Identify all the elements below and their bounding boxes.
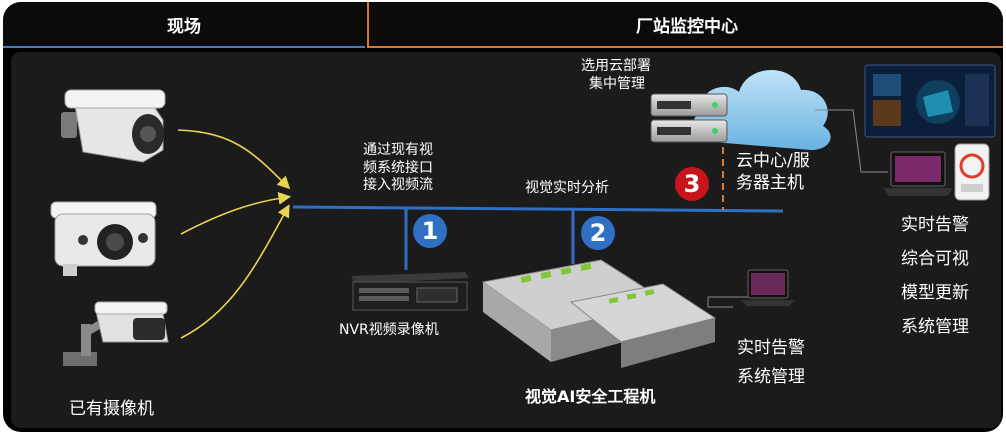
label-ai-workstation: 视觉AI安全工程机 xyxy=(525,387,656,406)
label-center-functions-line2: 综合可视 xyxy=(901,249,969,269)
label-stream-access-line1: 通过现有视 xyxy=(363,142,433,158)
laptop-icon xyxy=(883,151,953,196)
server-icon xyxy=(650,93,728,143)
step-badge-3: 3 xyxy=(675,167,709,201)
label-center-functions-line1: 实时告警 xyxy=(901,215,969,235)
label-edge-functions-line2: 系统管理 xyxy=(737,366,805,387)
monitoring-wall-screen-icon xyxy=(864,64,996,138)
video-bus-line xyxy=(292,205,784,213)
bullet-camera-icon xyxy=(61,89,166,163)
label-existing-cameras: 已有摄像机 xyxy=(69,399,154,419)
label-cloud-server: 云中心/服 务器主机 xyxy=(736,150,810,194)
label-visual-analysis: 视觉实时分析 xyxy=(525,180,609,196)
label-center-functions-line4: 系统管理 xyxy=(901,317,969,337)
step-badge-2: 2 xyxy=(581,216,615,250)
label-cloud-server-line1: 云中心/服 xyxy=(736,151,810,171)
mounted-camera-icon xyxy=(63,301,169,366)
diagram-frame: 现场 厂站监控中心 xyxy=(3,2,1003,432)
label-edge-functions: 实时告警 系统管理 xyxy=(737,334,805,392)
label-stream-access-line3: 接入视频流 xyxy=(363,177,433,193)
label-cloud-deploy: 选用云部署 集中管理 xyxy=(581,58,651,93)
label-center-functions: 实时告警 综合可视 模型更新 系统管理 xyxy=(901,208,969,344)
label-nvr: NVR视频录像机 xyxy=(339,322,439,338)
label-stream-access: 通过现有视 频系统接口 接入视频流 xyxy=(363,142,433,195)
header-monitoring-center: 厂站监控中心 xyxy=(367,2,1003,48)
label-cloud-server-line2: 务器主机 xyxy=(736,173,804,194)
header-site: 现场 xyxy=(3,2,365,48)
nvr-recorder-icon xyxy=(351,272,469,311)
label-cloud-deploy-line1: 选用云部署 xyxy=(581,58,651,74)
diagram-graphics xyxy=(50,64,996,368)
label-edge-functions-line1: 实时告警 xyxy=(737,338,805,358)
label-stream-access-line2: 频系统接口 xyxy=(363,159,433,176)
box-camera-icon xyxy=(50,201,157,276)
diagram-panel xyxy=(11,52,1001,428)
label-cloud-deploy-line2: 集中管理 xyxy=(589,75,645,92)
camera-stream-arrows xyxy=(177,129,292,339)
label-center-functions-line3: 模型更新 xyxy=(901,283,969,303)
ai-workstation-icon xyxy=(481,259,717,368)
phone-icon xyxy=(954,143,990,201)
connector-lines xyxy=(707,109,888,308)
edge-laptop-icon xyxy=(741,269,795,306)
step-badge-1: 1 xyxy=(413,214,447,248)
